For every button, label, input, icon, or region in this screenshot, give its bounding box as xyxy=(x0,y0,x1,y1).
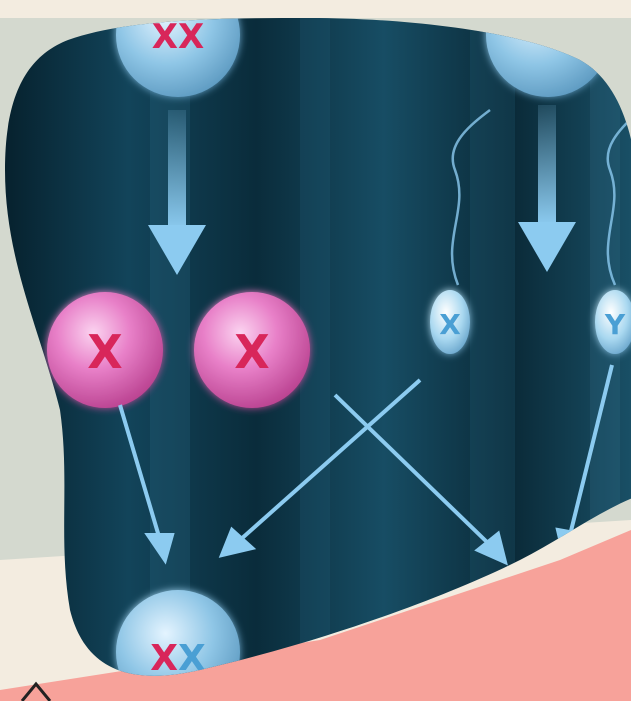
egg-left-label: X xyxy=(87,325,122,379)
egg-cell-right: X xyxy=(194,292,310,408)
egg-cell-left: X xyxy=(47,292,163,408)
offspring-chrom-1: X xyxy=(150,638,178,679)
sperm-y-label: Y xyxy=(604,308,626,341)
sperm-x-label: X xyxy=(439,308,461,341)
parent-female-label: XX xyxy=(152,17,204,57)
egg-right-label: X xyxy=(234,325,269,379)
